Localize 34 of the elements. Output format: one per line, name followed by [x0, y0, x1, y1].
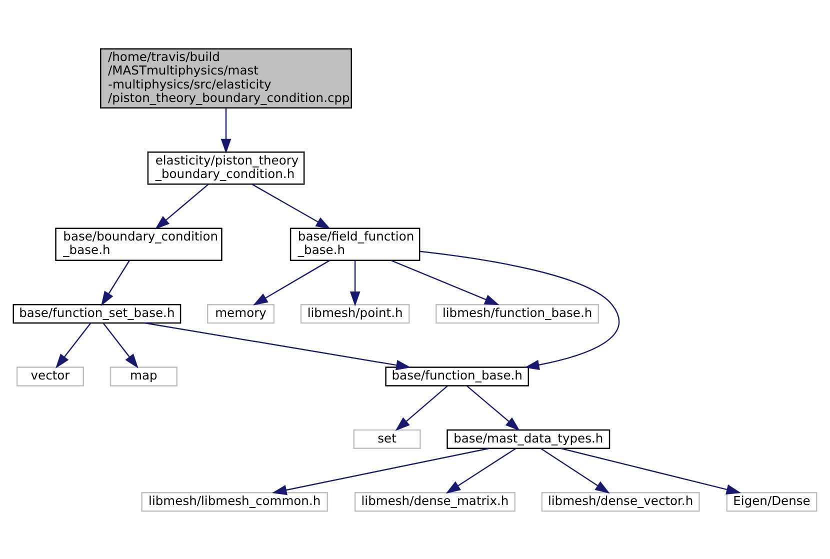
- node-box: libmesh/function_base.h: [436, 303, 600, 324]
- arrow: [446, 448, 516, 494]
- node-box: libmesh/point.h: [300, 303, 410, 324]
- arrow: [144, 322, 411, 370]
- node-box: map: [110, 366, 178, 386]
- arrow: [56, 322, 91, 368]
- node-box: libmesh/libmesh_common.h: [141, 492, 328, 512]
- arrow: [272, 447, 490, 495]
- node-box: base/boundary_condition _base.h: [55, 227, 222, 260]
- arrow: [420, 250, 620, 370]
- node-box: base/function_base.h: [385, 366, 529, 386]
- arrow: [220, 108, 232, 154]
- arrow: [560, 447, 742, 494]
- node-box: vector: [16, 366, 84, 386]
- arrow: [395, 385, 448, 430]
- arrow: [101, 260, 130, 306]
- arrow: [252, 183, 331, 229]
- node-box: libmesh/dense_vector.h: [541, 492, 700, 512]
- arrow: [540, 448, 610, 494]
- node-box: /home/travis/build /MASTmultiphysics/mast -multiphysics/src/elasticity /piston_theory_boundary_condition.cpp: [100, 48, 352, 108]
- node-box: set: [353, 428, 421, 448]
- node-box: elasticity/piston_theory _boundary_condition.h: [147, 151, 305, 184]
- arrow: [102, 322, 138, 368]
- arrow: [154, 183, 209, 229]
- node-box: libmesh/dense_matrix.h: [354, 492, 516, 512]
- node-box: base/field_function _base.h: [290, 227, 420, 260]
- arrow: [350, 260, 360, 306]
- node-box: base/mast_data_types.h: [446, 428, 610, 448]
- node-box: memory: [206, 303, 275, 324]
- arrow: [466, 385, 520, 430]
- arrow: [390, 259, 500, 305]
- node-box: base/function_set_base.h: [12, 303, 182, 324]
- arrow: [253, 259, 330, 305]
- node-box: Eigen/Dense: [726, 492, 818, 512]
